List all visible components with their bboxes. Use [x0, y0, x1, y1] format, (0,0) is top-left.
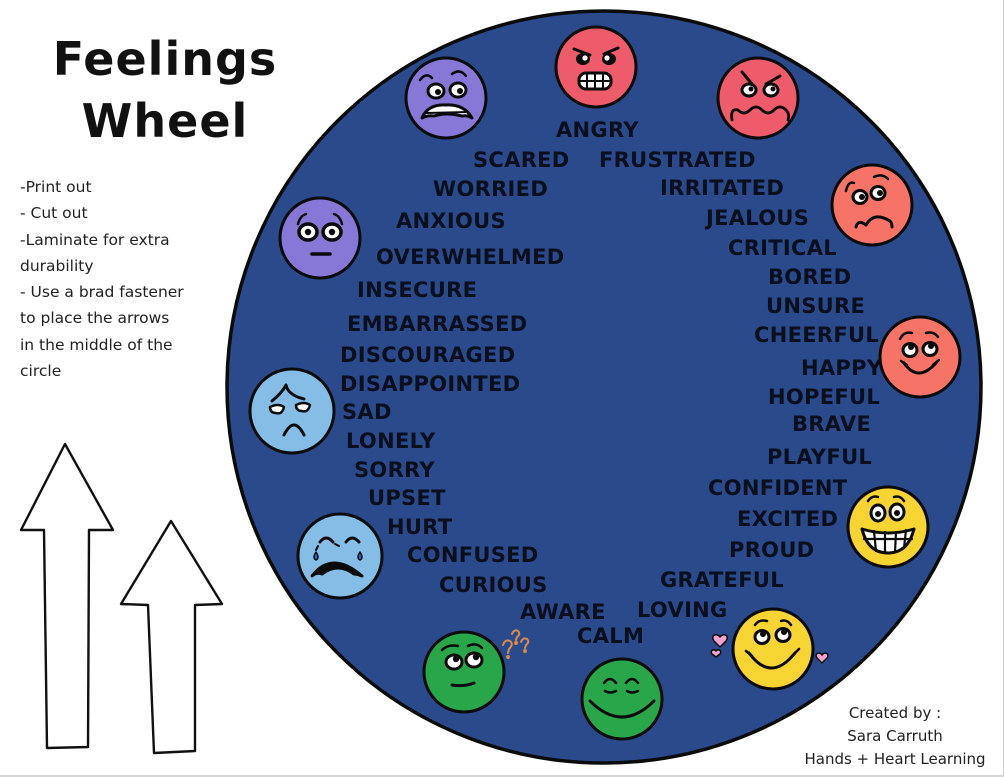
word-lonely: LONELY [346, 429, 436, 453]
word-calm: CALM [577, 624, 644, 648]
sad-face-icon [248, 367, 336, 455]
word-discouraged: DISCOURAGED [340, 343, 515, 367]
heart-icon [710, 634, 829, 664]
word-proud: PROUD [729, 538, 814, 562]
title-line-2: Wheel [81, 94, 249, 148]
wheel-circle[interactable] [225, 9, 983, 765]
word-cheerful: CHEERFUL [754, 323, 879, 347]
instruction-line: durability [20, 256, 94, 275]
instructions: -Print out - Cut out -Laminate for extra… [20, 174, 220, 384]
page-title: Feelings Wheel [30, 28, 300, 152]
word-sad: SAD [342, 400, 392, 424]
word-jealous: JEALOUS [704, 206, 809, 230]
happy-face-icon [878, 315, 962, 399]
word-confused: CONFUSED [407, 543, 539, 567]
credits-author: Sara Carruth [847, 727, 943, 745]
credits-brand: Hands + Heart Learning [804, 750, 986, 768]
long-arrow-icon[interactable] [19, 442, 115, 750]
overwhelmed-face-icon [278, 196, 362, 280]
word-anxious: ANXIOUS [396, 209, 506, 233]
title-line-1: Feelings [52, 32, 278, 86]
instruction-line: to place the arrows [20, 309, 170, 328]
short-arrow-icon[interactable] [119, 519, 224, 755]
word-hurt: HURT [387, 515, 453, 539]
word-worried: WORRIED [433, 177, 548, 201]
faces [248, 25, 962, 741]
word-unsure: UNSURE [766, 294, 865, 318]
word-sorry: SORRY [354, 458, 435, 482]
word-loving: LOVING [637, 598, 728, 622]
word-bored: BORED [768, 265, 851, 289]
word-irritated: IRRITATED [660, 176, 784, 200]
word-confident: CONFIDENT [708, 476, 848, 500]
word-aware: AWARE [520, 600, 606, 624]
credits-line-1: Created by : [848, 704, 942, 722]
word-angry: ANGRY [556, 118, 639, 142]
excited-face-icon [846, 485, 930, 569]
word-brave: BRAVE [792, 412, 871, 436]
word-scared: SCARED [473, 148, 570, 172]
instruction-line: -Print out [20, 178, 92, 196]
word-insecure: INSECURE [357, 278, 477, 302]
question-marks-icon [502, 629, 530, 659]
arrows-group [19, 442, 224, 755]
feeling-words: ANGRY FRUSTRATED IRRITATED JEALOUS CRITI… [340, 118, 883, 648]
scared-face-icon [404, 56, 488, 140]
angry-face-icon [554, 25, 638, 109]
instruction-line: - Cut out [20, 204, 88, 223]
word-disappointed: DISAPPOINTED [340, 372, 520, 396]
word-grateful: GRATEFUL [660, 568, 784, 592]
credits: Created by : Sara Carruth Hands + Heart … [795, 702, 995, 771]
instruction-line: -Laminate for extra [20, 230, 170, 249]
loving-face-icon [731, 607, 815, 691]
word-playful: PLAYFUL [767, 445, 872, 469]
crying-face-icon [296, 512, 384, 600]
word-hopeful: HOPEFUL [768, 385, 880, 409]
word-upset: UPSET [368, 486, 446, 510]
word-embarrassed: EMBARRASSED [347, 312, 527, 336]
word-happy: HAPPY [801, 356, 883, 380]
instruction-line: in the middle of the [20, 335, 173, 354]
word-frustrated: FRUSTRATED [599, 148, 756, 172]
calm-face-icon [580, 657, 664, 741]
curious-face-icon [422, 630, 506, 714]
instruction-line: circle [20, 362, 62, 381]
instruction-line: - Use a brad fastener [20, 283, 184, 302]
frustrated-face-icon [716, 56, 800, 140]
word-excited: EXCITED [737, 507, 838, 531]
word-curious: CURIOUS [439, 573, 548, 597]
jealous-face-icon [830, 163, 914, 247]
word-critical: CRITICAL [728, 236, 837, 260]
word-overwhelmed: OVERWHELMED [376, 245, 565, 269]
